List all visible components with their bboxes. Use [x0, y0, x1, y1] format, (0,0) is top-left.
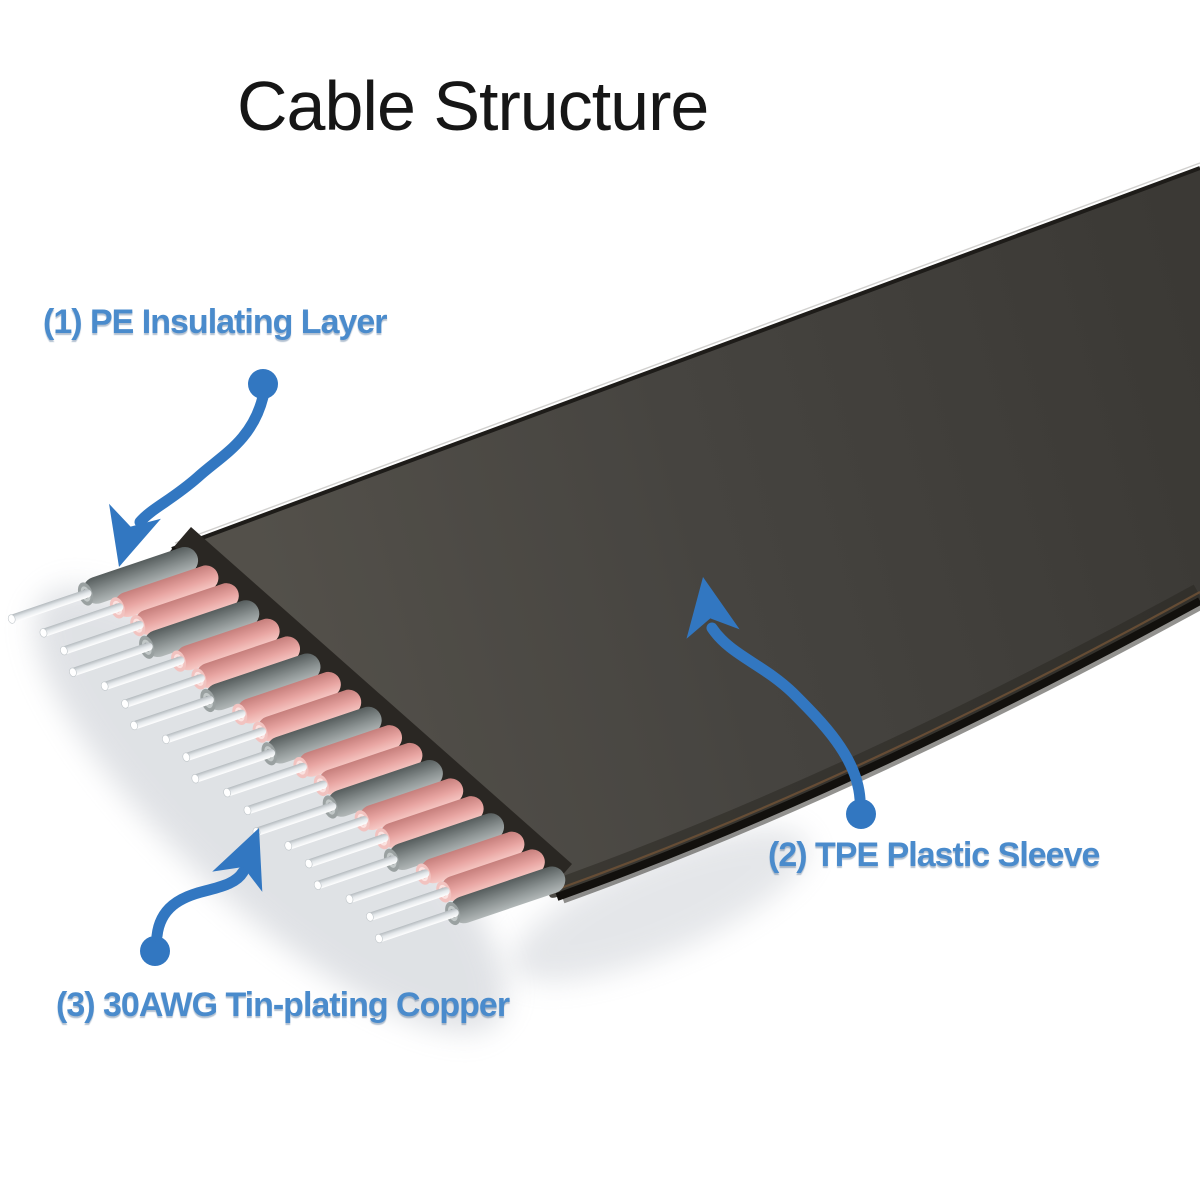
copper-conductor [163, 709, 246, 743]
wire-insulation [441, 849, 545, 902]
arrow-head [109, 503, 161, 567]
arrow-tail-dot [846, 799, 876, 829]
wire-insulation [318, 742, 423, 795]
wire-pink [39, 565, 219, 638]
wire-insulation [237, 671, 341, 724]
arrow-shaft [151, 866, 249, 942]
wire-pink [345, 831, 525, 904]
arrow-head [212, 828, 263, 892]
copper-conductor [61, 620, 144, 655]
copper-conductor [193, 748, 276, 783]
wire-insulation [298, 725, 403, 777]
sleeve-top-edge-highlight [174, 162, 1200, 544]
conductor-tip [375, 933, 383, 944]
wire-insulation [420, 831, 525, 884]
wire-pink [223, 725, 403, 798]
copper-conductor [70, 642, 153, 676]
copper-conductor [245, 780, 328, 814]
wire-insulation [450, 866, 566, 924]
copper-conductor [41, 603, 124, 637]
label-pe-insulating-layer: (1) PE Insulating Layer [43, 303, 388, 341]
wire-pink [182, 689, 362, 762]
conductor-tip [69, 667, 77, 677]
copper-conductor [131, 695, 214, 729]
copper-conductor [254, 802, 337, 836]
wire-pink [60, 583, 239, 656]
conductor-tip [60, 646, 68, 656]
copper-conductor [347, 869, 430, 903]
copper-conductor [9, 589, 92, 623]
conductor-tip [345, 894, 354, 904]
wire-gray [313, 813, 505, 890]
conductor-tip [366, 912, 374, 922]
sleeve-bottom-edge-bronze [560, 591, 1200, 890]
conductor-tip [130, 720, 138, 731]
wire-insulation [205, 653, 321, 711]
wire-insulation [82, 546, 199, 604]
wire-gray [252, 759, 443, 837]
wire-pink [366, 849, 545, 922]
conductor-tip [191, 774, 200, 784]
wire-pink [304, 796, 484, 869]
wire-pink [162, 671, 341, 745]
wire-insulation [380, 796, 484, 848]
conductor-tip [182, 752, 191, 762]
wire-gray [191, 706, 382, 784]
wire-insulation [266, 706, 382, 764]
copper-conductor [122, 674, 205, 708]
conductor-tip [121, 699, 129, 709]
wires [7, 546, 566, 944]
sleeve-bottom-edge [555, 597, 1200, 901]
wire-pink [121, 636, 301, 709]
conductor-tip [304, 859, 313, 869]
conductor-tip [162, 734, 170, 745]
wire-insulation [114, 565, 219, 618]
wire-pink [100, 618, 280, 691]
sleeve-bottom-shading [555, 584, 1200, 904]
copper-conductor [315, 855, 398, 889]
wire-pink [243, 742, 423, 816]
sleeve-top-edge [171, 166, 1200, 551]
wire-insulation [176, 618, 280, 671]
conductor-tip [7, 614, 16, 624]
wire-insulation [388, 813, 505, 871]
wire-gray [69, 600, 260, 677]
copper-conductor [306, 833, 389, 868]
conductor-tip [100, 681, 109, 691]
conductor-tip [223, 788, 231, 798]
conductor-tip [243, 805, 252, 816]
arrow-tail-dot [140, 936, 170, 966]
sleeve-tip-shadow [511, 828, 809, 982]
copper-conductor [102, 656, 185, 690]
pe-layer-arrow [109, 369, 278, 567]
conductor-tip [284, 841, 293, 851]
wire-insulation [144, 600, 260, 658]
page-title: Cable Structure [237, 67, 709, 145]
wire-pink [284, 778, 464, 851]
arrow-head [686, 577, 740, 639]
arrow-tail-dot [248, 369, 278, 399]
copper-arrow [140, 828, 263, 966]
wire-insulation [257, 689, 362, 742]
wire-gray [375, 866, 566, 944]
label-tin-plating-copper: (3) 30AWG Tin-plating Copper [56, 986, 510, 1024]
arrow-shaft [134, 391, 269, 528]
copper-conductor [184, 727, 267, 761]
copper-conductor [224, 762, 307, 797]
copper-conductor [286, 816, 369, 850]
wire-insulation [359, 778, 464, 831]
wire-insulation [327, 759, 443, 817]
wire-insulation [196, 636, 301, 689]
wire-gray [7, 546, 199, 624]
wire-gray [130, 653, 321, 731]
copper-conductor [367, 887, 450, 921]
conductor-tip [39, 628, 48, 638]
arrow-shaft [706, 622, 866, 805]
wire-insulation [135, 583, 239, 635]
tpe-sleeve-arrow [686, 577, 876, 829]
copper-conductor [376, 908, 459, 942]
conductor-tip [313, 880, 322, 890]
label-tpe-plastic-sleeve: (2) TPE Plastic Sleeve [768, 836, 1100, 874]
